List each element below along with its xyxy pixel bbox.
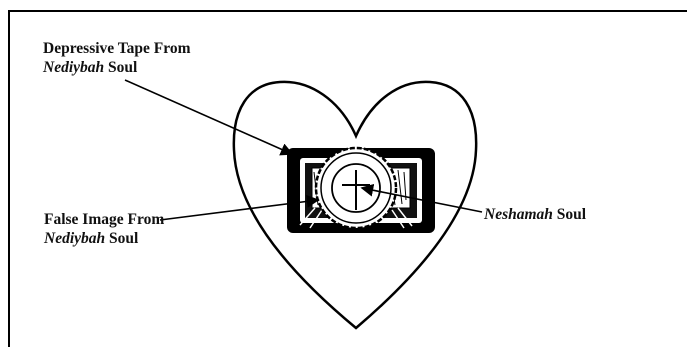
soul-word: Soul — [105, 230, 138, 247]
nediybah-word: Nediybah — [43, 59, 104, 76]
depressive-tape-label: Depressive Tape From Nediybah Soul — [43, 39, 191, 77]
soul-word: Soul — [104, 59, 137, 76]
false-image-label-line1: False Image From — [44, 210, 164, 229]
neshamah-word: Neshamah — [484, 206, 553, 223]
soul-word: Soul — [553, 206, 586, 223]
neshamah-soul-label: Neshamah Soul — [484, 205, 586, 224]
depressive-tape-label-line1: Depressive Tape From — [43, 39, 191, 58]
depressive-tape-label-line2: Nediybah Soul — [43, 58, 191, 77]
nediybah-word: Nediybah — [44, 230, 105, 247]
tape-leader-line — [125, 80, 292, 154]
false-image-label-line2: Nediybah Soul — [44, 229, 164, 248]
false-image-label: False Image From Nediybah Soul — [44, 210, 164, 248]
